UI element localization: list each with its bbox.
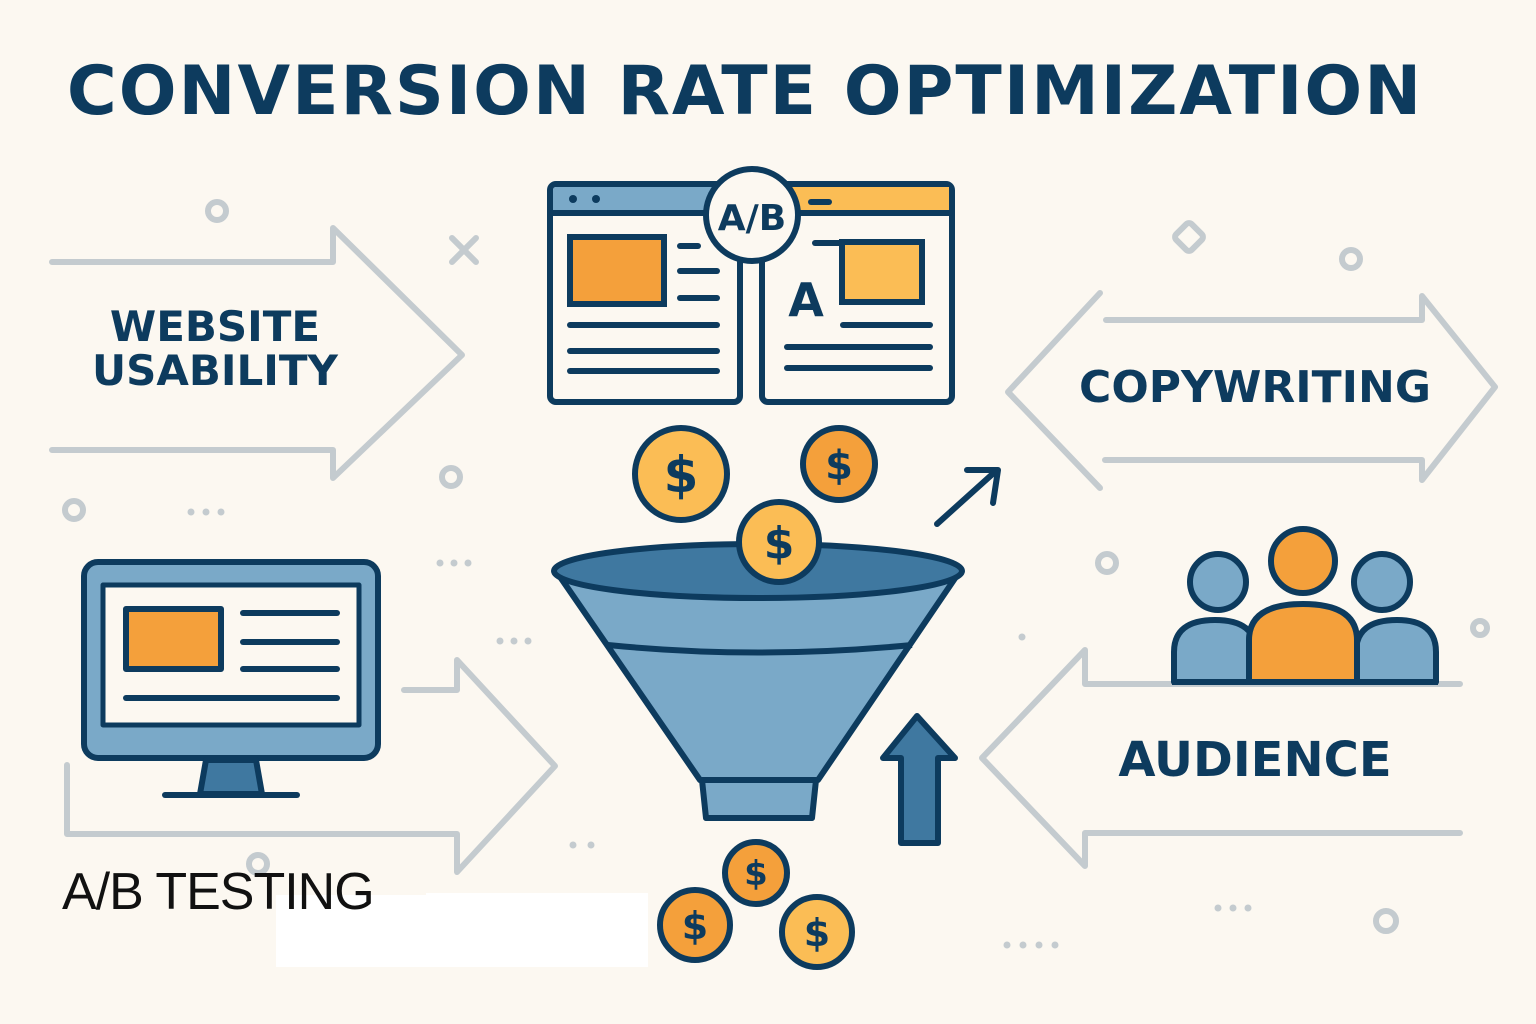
- ab-testing-label: A/B TESTING: [62, 863, 375, 921]
- svg-text:$: $: [744, 854, 768, 894]
- svg-text:$: $: [664, 446, 699, 504]
- copywriting-label: COPYWRITING: [1079, 362, 1431, 413]
- variant-letter: A: [788, 273, 824, 327]
- website-usability-line1: WEBSITE: [109, 302, 321, 351]
- audience-label: AUDIENCE: [1118, 732, 1392, 788]
- coin-icon: [722, 839, 790, 907]
- coin-icon: [736, 499, 822, 585]
- ab-badge-text: A/B: [718, 198, 786, 239]
- decorations: [62, 199, 1490, 934]
- monitor-icon: [81, 559, 381, 798]
- website-usability-line2: USABILITY: [92, 346, 338, 396]
- svg-text:$: $: [682, 904, 708, 948]
- coin-icon: [800, 425, 878, 503]
- dot-clusters: [187, 508, 1252, 949]
- ab-test-windows: [547, 166, 955, 405]
- copywriting-arrow: [1005, 290, 1498, 491]
- website-usability-arrow: [49, 225, 465, 481]
- svg-text:$: $: [804, 911, 830, 955]
- svg-text:$: $: [764, 518, 795, 569]
- white-patch: [426, 893, 648, 913]
- website-usability-label: WEBSITE USABILITY: [60, 302, 370, 396]
- audience-arrow: [979, 647, 1463, 869]
- audience-icon: [1171, 526, 1439, 685]
- coin-icon: [632, 425, 730, 523]
- coin-icon: [657, 887, 733, 963]
- coin-icon: [779, 894, 855, 970]
- svg-text:$: $: [825, 443, 853, 489]
- ab-testing-arrow: [64, 657, 558, 875]
- page-title: CONVERSION RATE OPTIMIZATION: [66, 52, 1424, 131]
- coin-symbols: $ $ $ $ $ $: [664, 443, 853, 955]
- up-arrow-icon: [880, 713, 958, 846]
- coins: [632, 425, 878, 970]
- diagonal-up-arrow-icon: [934, 467, 1001, 527]
